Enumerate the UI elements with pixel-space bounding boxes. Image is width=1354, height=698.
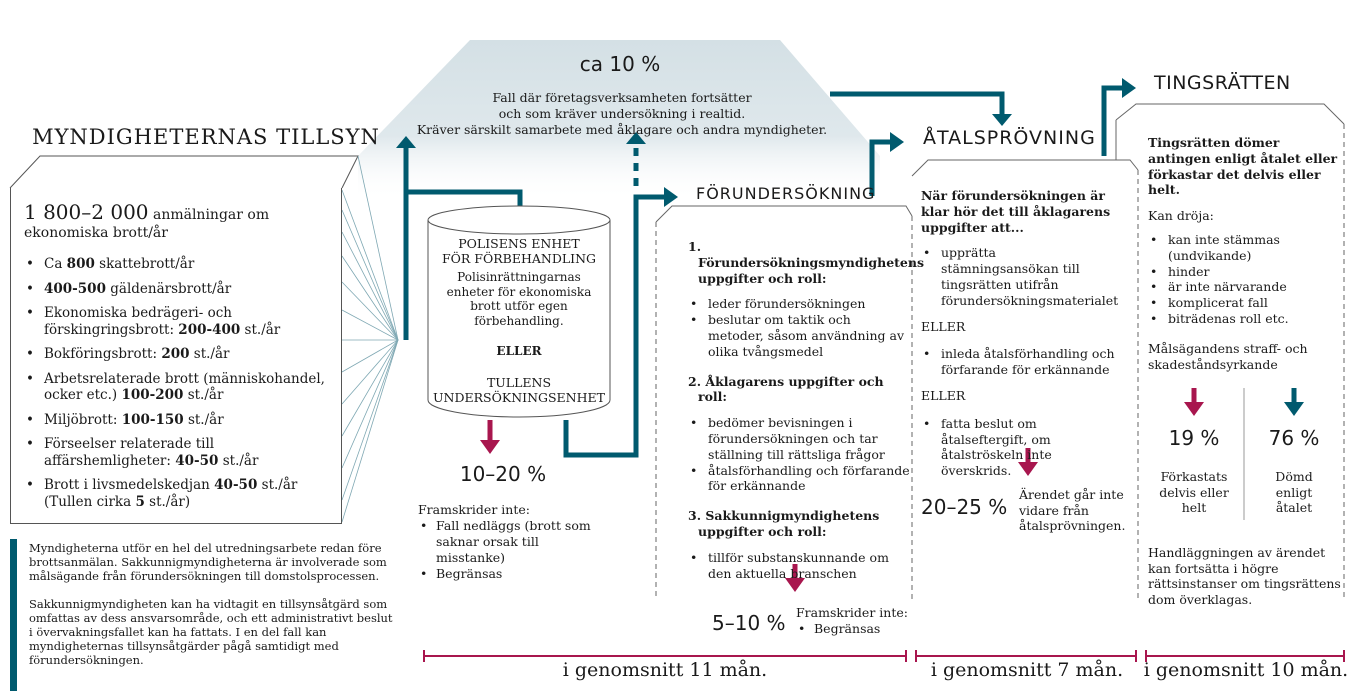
ti-outline <box>1115 103 1345 600</box>
list-item: Arbetsrelaterade brott (människohandel, … <box>24 371 340 404</box>
atal-not-proceeding: Ärendet går inte vidare från åtalsprövni… <box>1019 487 1126 533</box>
list-item: Begränsas <box>796 621 914 637</box>
myndigheter-note: Myndigheterna utför en hel del utredning… <box>29 541 395 681</box>
police-or: ELLER <box>496 344 542 358</box>
list-item: upprätta stämningsansökan till tingsrätt… <box>921 245 1118 308</box>
customs-title: TULLENS <box>486 374 552 390</box>
note-paragraph: Myndigheterna utför en hel del utredning… <box>29 541 387 583</box>
ti-footnote: Handläggningen av ärendet kan fortsätta … <box>1148 545 1341 607</box>
duration-bars <box>423 650 1345 662</box>
list-item: Bokföringsbrott: 200 st./år <box>24 346 340 363</box>
myndigheter-count: 1 800–2 000 anmälningar om ekonomiska br… <box>24 200 336 242</box>
police-title: POLISENS ENHET <box>458 236 580 251</box>
atal-or: ELLER <box>921 318 966 334</box>
ti-rejected-label: Förkastats delvis eller helt <box>1159 469 1229 515</box>
ti-convicted-label: Dömd enligt åtalet <box>1275 469 1313 515</box>
myndigheter-list: Ca 800 skattebrott/år 400-500 gäldenärsb… <box>24 256 340 518</box>
list-item: biträdenas roll etc. <box>1148 311 1344 327</box>
ti-claims: Målsägandens straff- och skadeståndsyrka… <box>1148 340 1308 372</box>
police-unit-text: POLISENS ENHET FÖR FÖRBEHANDLING Polisin… <box>430 236 608 405</box>
atal-title: ÅTALSPRÖVNING <box>923 127 1096 149</box>
fu-section-title: 3. Sakkunnigmyndighetens uppgifter och r… <box>688 508 880 539</box>
list-item: beslutar om taktik och metoder, såsom an… <box>688 312 910 359</box>
count-suffix: anmälningar om ekonomiska brott/år <box>24 207 270 241</box>
fu-outline <box>655 205 913 600</box>
ti-convicted-pct: 76 % <box>1268 426 1320 450</box>
police-not-proceeding: Framskrider inte: Fall nedläggs (brott s… <box>418 502 608 582</box>
list-item: Fall nedläggs (brott som saknar orsak ti… <box>418 518 608 566</box>
ti-content: Tingsrätten dömer antingen enligt åtalet… <box>1148 135 1344 372</box>
atal-content: När förundersökningen är klar hör det ti… <box>921 188 1118 479</box>
note-accent-bar <box>10 539 17 691</box>
ti-rejected-pct: 19 % <box>1168 426 1220 450</box>
list-item: är inte närvarande <box>1148 279 1344 295</box>
duration-ti: i genomsnitt 10 mån. <box>1143 659 1349 681</box>
note-paragraph: Sakkunnigmyndigheten kan ha vidtagit en … <box>29 597 393 667</box>
ti-intro: Tingsrätten dömer antingen enligt åtalet… <box>1148 135 1338 198</box>
list-item: Begränsas <box>418 566 608 582</box>
duration-fu: i genomsnitt 11 mån. <box>562 659 768 681</box>
list-item: Ekonomiska bedrägeri- och förskingringsb… <box>24 305 340 338</box>
myndigheter-title: MYNDIGHETERNAS TILLSYN <box>32 125 380 149</box>
fu-section-title: 2. Åklagarens uppgifter och roll: <box>688 373 884 405</box>
list-item: åtalsförhandling och förfarande för erkä… <box>688 463 910 495</box>
list-item: 400-500 gäldenärsbrott/år <box>24 281 340 298</box>
list-item: leder förundersökningen <box>688 296 910 312</box>
police-title-2: FÖR FÖRBEHANDLING <box>442 251 596 266</box>
fan-lines <box>341 155 399 523</box>
list-item: kan inte stämmas (undvikande) <box>1148 232 1344 264</box>
top-realtime-shape <box>358 40 880 200</box>
atal-or: ELLER <box>921 387 966 403</box>
list-item: bedömer bevisningen i förundersökningen … <box>688 415 910 462</box>
atal-dropout-pct: 20–25 % <box>921 495 1008 519</box>
list-item: Miljöbrott: 100-150 st./år <box>24 412 340 429</box>
top-description: Fall där företagsverksamheten fortsätter… <box>416 90 828 137</box>
duration-atal: i genomsnitt 7 mån. <box>930 659 1124 681</box>
police-desc: Polisinrättningarnas enheter för ekonomi… <box>446 270 592 328</box>
ti-title: TINGSRÄTTEN <box>1154 72 1291 94</box>
list-item: komplicerat fall <box>1148 295 1344 311</box>
fu-dropout-pct: 5–10 % <box>712 611 786 635</box>
list-item: fatta beslut om åtalseftergift, om åtals… <box>921 416 1117 479</box>
count-value: 1 800–2 000 <box>24 200 149 224</box>
fu-title: FÖRUNDERSÖKNING <box>696 184 876 203</box>
fu-not-proceeding: Framskrider inte: Begränsas <box>796 605 914 637</box>
list-item: tillför substanskunnande om den aktuella… <box>688 550 910 582</box>
atal-intro: När förundersökningen är klar hör det ti… <box>921 188 1111 235</box>
list-item: inleda åtalsförhandling och förfarande f… <box>921 346 1117 378</box>
list-item: hinder <box>1148 264 1344 280</box>
list-item: Förseelser relaterade till affärshemligh… <box>24 436 340 469</box>
atal-outline <box>911 159 1139 600</box>
flow-arrows <box>403 85 1124 458</box>
list-item: Brott i livsmedelskedjan 40-50 st./år (T… <box>24 477 340 510</box>
fu-section-title: 1. Förundersökningsmyndighetens uppgifte… <box>688 239 925 286</box>
police-dropout-pct: 10–20 % <box>459 462 547 486</box>
ti-delay: Kan dröja: <box>1148 208 1214 224</box>
fu-content: 1. Förundersökningsmyndighetens uppgifte… <box>688 239 925 595</box>
customs-title-2: UNDERSÖKNINGSENHET <box>433 389 605 405</box>
myndigheter-box-top <box>9 155 359 189</box>
list-item: Ca 800 skattebrott/år <box>24 256 340 273</box>
police-cylinder <box>427 205 611 418</box>
top-percentage: ca 10 % <box>579 52 661 76</box>
